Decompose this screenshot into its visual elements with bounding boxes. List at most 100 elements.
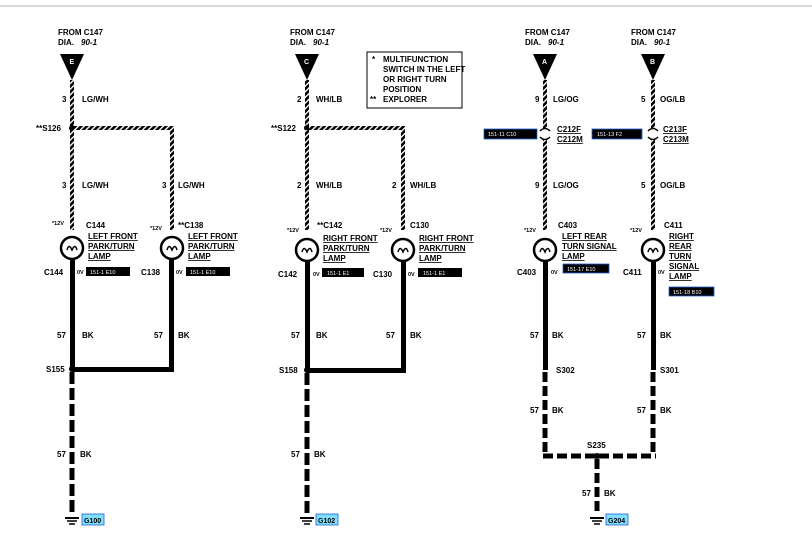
ground-g102-label: G102 xyxy=(318,518,335,525)
feed-e-from: FROM C147 xyxy=(58,28,103,37)
wire-g2-left-color: BK xyxy=(316,331,328,340)
wire-g3-l2-color: BK xyxy=(552,406,564,415)
lamp-lr-ov: 0V xyxy=(551,270,558,276)
wire-c-left-color: WH/LB xyxy=(316,181,342,190)
connector-c212m: C212M xyxy=(557,135,583,144)
feed-e-pin: E xyxy=(70,59,75,66)
ground-g204-icon xyxy=(590,517,604,525)
feed-a-dia: DIA. xyxy=(525,38,541,47)
lamp-lf2-l2: PARK/TURN xyxy=(188,242,235,251)
lamp-rr-volt: *12V xyxy=(630,228,642,234)
feed-b-dia-num: 90-1 xyxy=(654,38,671,47)
wire-g3-right-upper xyxy=(651,262,656,370)
feed-c: FROM C147 DIA. 90-1 C xyxy=(290,28,335,80)
wire-b-top-color: OG/LB xyxy=(660,95,686,104)
feed-b-dia: DIA. xyxy=(631,38,647,47)
lamp-rf2-ref: 151-1 E1 xyxy=(423,271,445,277)
wire-e-right xyxy=(170,130,174,230)
wire-c-top-circuit: 2 xyxy=(297,95,302,104)
lamp-lf2-conn: **C138 xyxy=(178,221,204,230)
lamp-rf2-l3: LAMP xyxy=(419,254,442,263)
lamp-rr-bulb-icon xyxy=(640,237,666,263)
lamp-rr-conn: C411 xyxy=(664,221,683,230)
wire-c-right xyxy=(401,130,405,230)
lamp-rr-l2: REAR xyxy=(669,242,692,251)
wire-e-left-color: LG/WH xyxy=(82,181,109,190)
connector-c212f: C212F xyxy=(557,125,581,134)
lamp-rf-conn: **C142 xyxy=(317,221,343,230)
note-dstar: ** xyxy=(370,95,377,104)
wire-g3-l1-color: BK xyxy=(552,331,564,340)
lamp-lr-l2: TURN SIGNAL xyxy=(562,242,617,251)
note-l4: POSITION xyxy=(383,85,421,94)
wire-c-top xyxy=(305,80,309,128)
feed-a-dia-num: 90-1 xyxy=(548,38,565,47)
wire-g1-join xyxy=(72,367,174,372)
wire-e-left xyxy=(70,130,74,230)
wire-g2-right xyxy=(401,262,406,372)
lamp-rf-ov: 0V xyxy=(313,272,320,278)
lamp-rf2-conn-b: C130 xyxy=(373,270,393,279)
lamp-lf2-volt: *12V xyxy=(150,226,162,232)
splice-s235 xyxy=(594,453,600,459)
wire-g3-l2-circuit: 57 xyxy=(530,406,539,415)
lamp-rr: *12V C411 RIGHT REAR TURN SIGNAL LAMP 0V… xyxy=(623,221,715,297)
wire-g2-left xyxy=(305,262,310,372)
splice-s235-label: S235 xyxy=(587,441,606,450)
splice-s122 xyxy=(304,125,310,131)
feed-b-pin: B xyxy=(650,59,655,66)
feed-b-pin-triangle xyxy=(641,54,665,80)
lamp-lf2-l1: LEFT FRONT xyxy=(188,232,238,241)
lamp-lf-volt: *12V xyxy=(52,221,64,227)
splice-s302-label: S302 xyxy=(556,366,575,375)
wire-a-mid-circuit: 9 xyxy=(535,181,540,190)
lamp-rf2-l2: PARK/TURN xyxy=(419,244,466,253)
wire-a-mid xyxy=(543,140,547,230)
lamp-rr-ov: 0V xyxy=(658,270,665,276)
wire-g1-left-color: BK xyxy=(82,331,94,340)
lamp-lf2-conn-b: C138 xyxy=(141,268,161,277)
ground-g100-icon xyxy=(65,517,79,525)
wire-g3-r1-circuit: 57 xyxy=(637,331,646,340)
splice-s126 xyxy=(69,125,75,131)
wire-g1-right-circuit: 57 xyxy=(154,331,163,340)
connector-c212-icon xyxy=(539,127,551,141)
wire-g3-r1-color: BK xyxy=(660,331,672,340)
feed-c-dia: DIA. xyxy=(290,38,306,47)
connector-c212-ref: 151-11 C10 xyxy=(488,132,516,138)
feed-b-from: FROM C147 xyxy=(631,28,676,37)
wire-e-top-color: LG/WH xyxy=(82,95,109,104)
splice-s301-label: S301 xyxy=(660,366,679,375)
wire-g3-l1-circuit: 57 xyxy=(530,331,539,340)
wire-c-top-color: WH/LB xyxy=(316,95,342,104)
lamp-rr-conn-b: C411 xyxy=(623,268,642,277)
lamp-rr-l3: LAMP xyxy=(669,272,692,281)
feed-a: FROM C147 DIA. 90-1 A xyxy=(525,28,570,80)
lamp-rf2-conn: C130 xyxy=(410,221,430,230)
lamp-lr-conn: C403 xyxy=(558,221,578,230)
feed-c-dia-num: 90-1 xyxy=(313,38,330,47)
lamp-rf-bulb-icon xyxy=(294,237,320,263)
lamp-lr-ref: 151-17 E10 xyxy=(567,267,595,273)
wire-g1-bot-circuit: 57 xyxy=(57,450,66,459)
lamp-lr: *12V C403 LEFT REAR TURN SIGNAL LAMP 0V … xyxy=(517,221,617,277)
feed-c-from: FROM C147 xyxy=(290,28,335,37)
note-l1: MULTIFUNCTION xyxy=(383,55,448,64)
connector-c213f: C213F xyxy=(663,125,687,134)
lamp-lf-l3: LAMP xyxy=(88,252,111,261)
ground-g102-icon xyxy=(300,517,314,525)
lamp-rf-ref: 151-1 E1 xyxy=(327,271,349,277)
ground-g204-label: G204 xyxy=(608,518,625,525)
wire-b-top xyxy=(651,80,655,128)
wire-g1-left xyxy=(70,260,75,370)
wire-a-top xyxy=(543,80,547,128)
wire-b-mid xyxy=(651,140,655,230)
wire-g2-bot-color: BK xyxy=(314,450,326,459)
lamp-rr-l2b: TURN xyxy=(669,252,691,261)
wire-g3-bot-circuit: 57 xyxy=(582,489,591,498)
wire-c-right-circuit: 2 xyxy=(392,181,397,190)
lamp-rf: *12V **C142 RIGHT FRONT PARK/TURN LAMP 0… xyxy=(278,221,378,279)
lamp-rf-conn-b: C142 xyxy=(278,270,298,279)
feed-c-pin: C xyxy=(304,59,309,66)
